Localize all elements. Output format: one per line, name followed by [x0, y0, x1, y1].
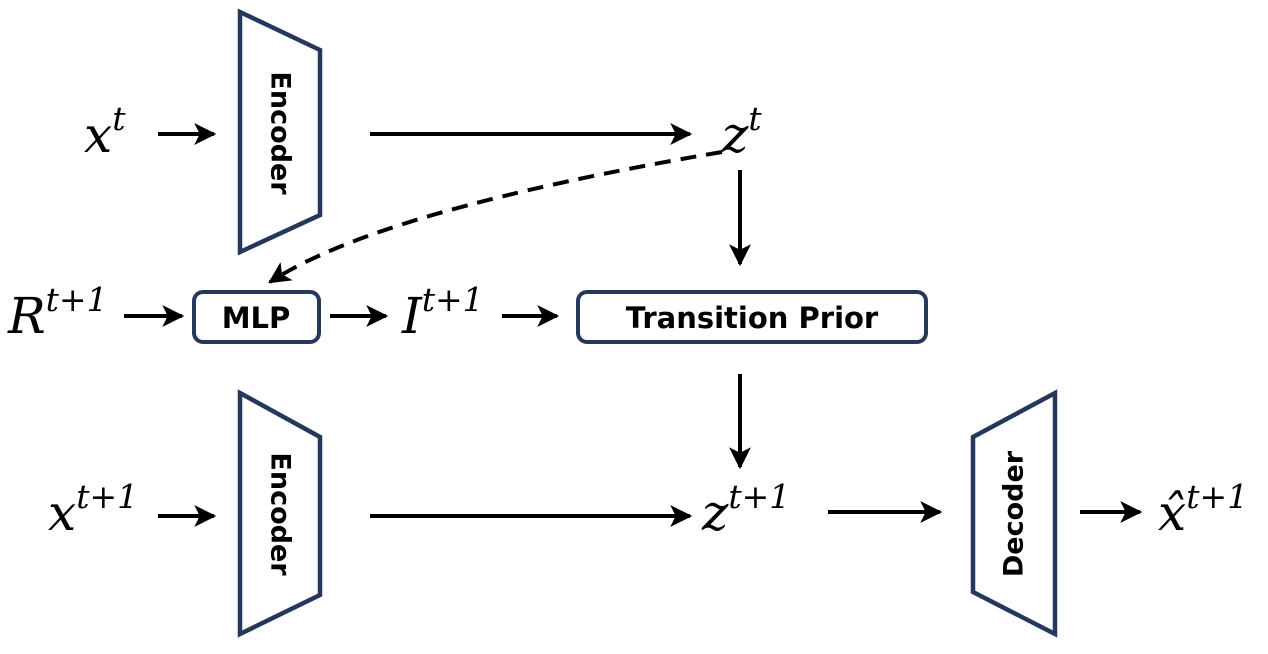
arrow-zt-to-mlp-dashed [268, 150, 723, 284]
mlp-block: MLP [192, 290, 321, 344]
var-r-t1: Rt+1 [7, 280, 108, 345]
encoder-top-label: Encoder [265, 71, 296, 195]
transition-prior-block: Transition Prior [576, 290, 928, 344]
encoder-bottom-block: Encoder [237, 389, 323, 638]
encoder-bottom-label: Encoder [265, 452, 296, 576]
var-i-t1: It+1 [401, 280, 484, 345]
var-x-t1: xt+1 [48, 477, 138, 542]
var-z-t1: zt+1 [701, 477, 790, 542]
var-z-t: zt [721, 99, 762, 164]
decoder-label: Decoder [999, 450, 1030, 577]
mlp-label: MLP [222, 301, 291, 335]
encoder-top-block: Encoder [237, 8, 323, 256]
transition-prior-label: Transition Prior [626, 301, 879, 335]
var-xhat-t1: x̂t+1 [1158, 477, 1248, 542]
decoder-block: Decoder [970, 389, 1058, 638]
var-x-t: xt [84, 99, 126, 164]
